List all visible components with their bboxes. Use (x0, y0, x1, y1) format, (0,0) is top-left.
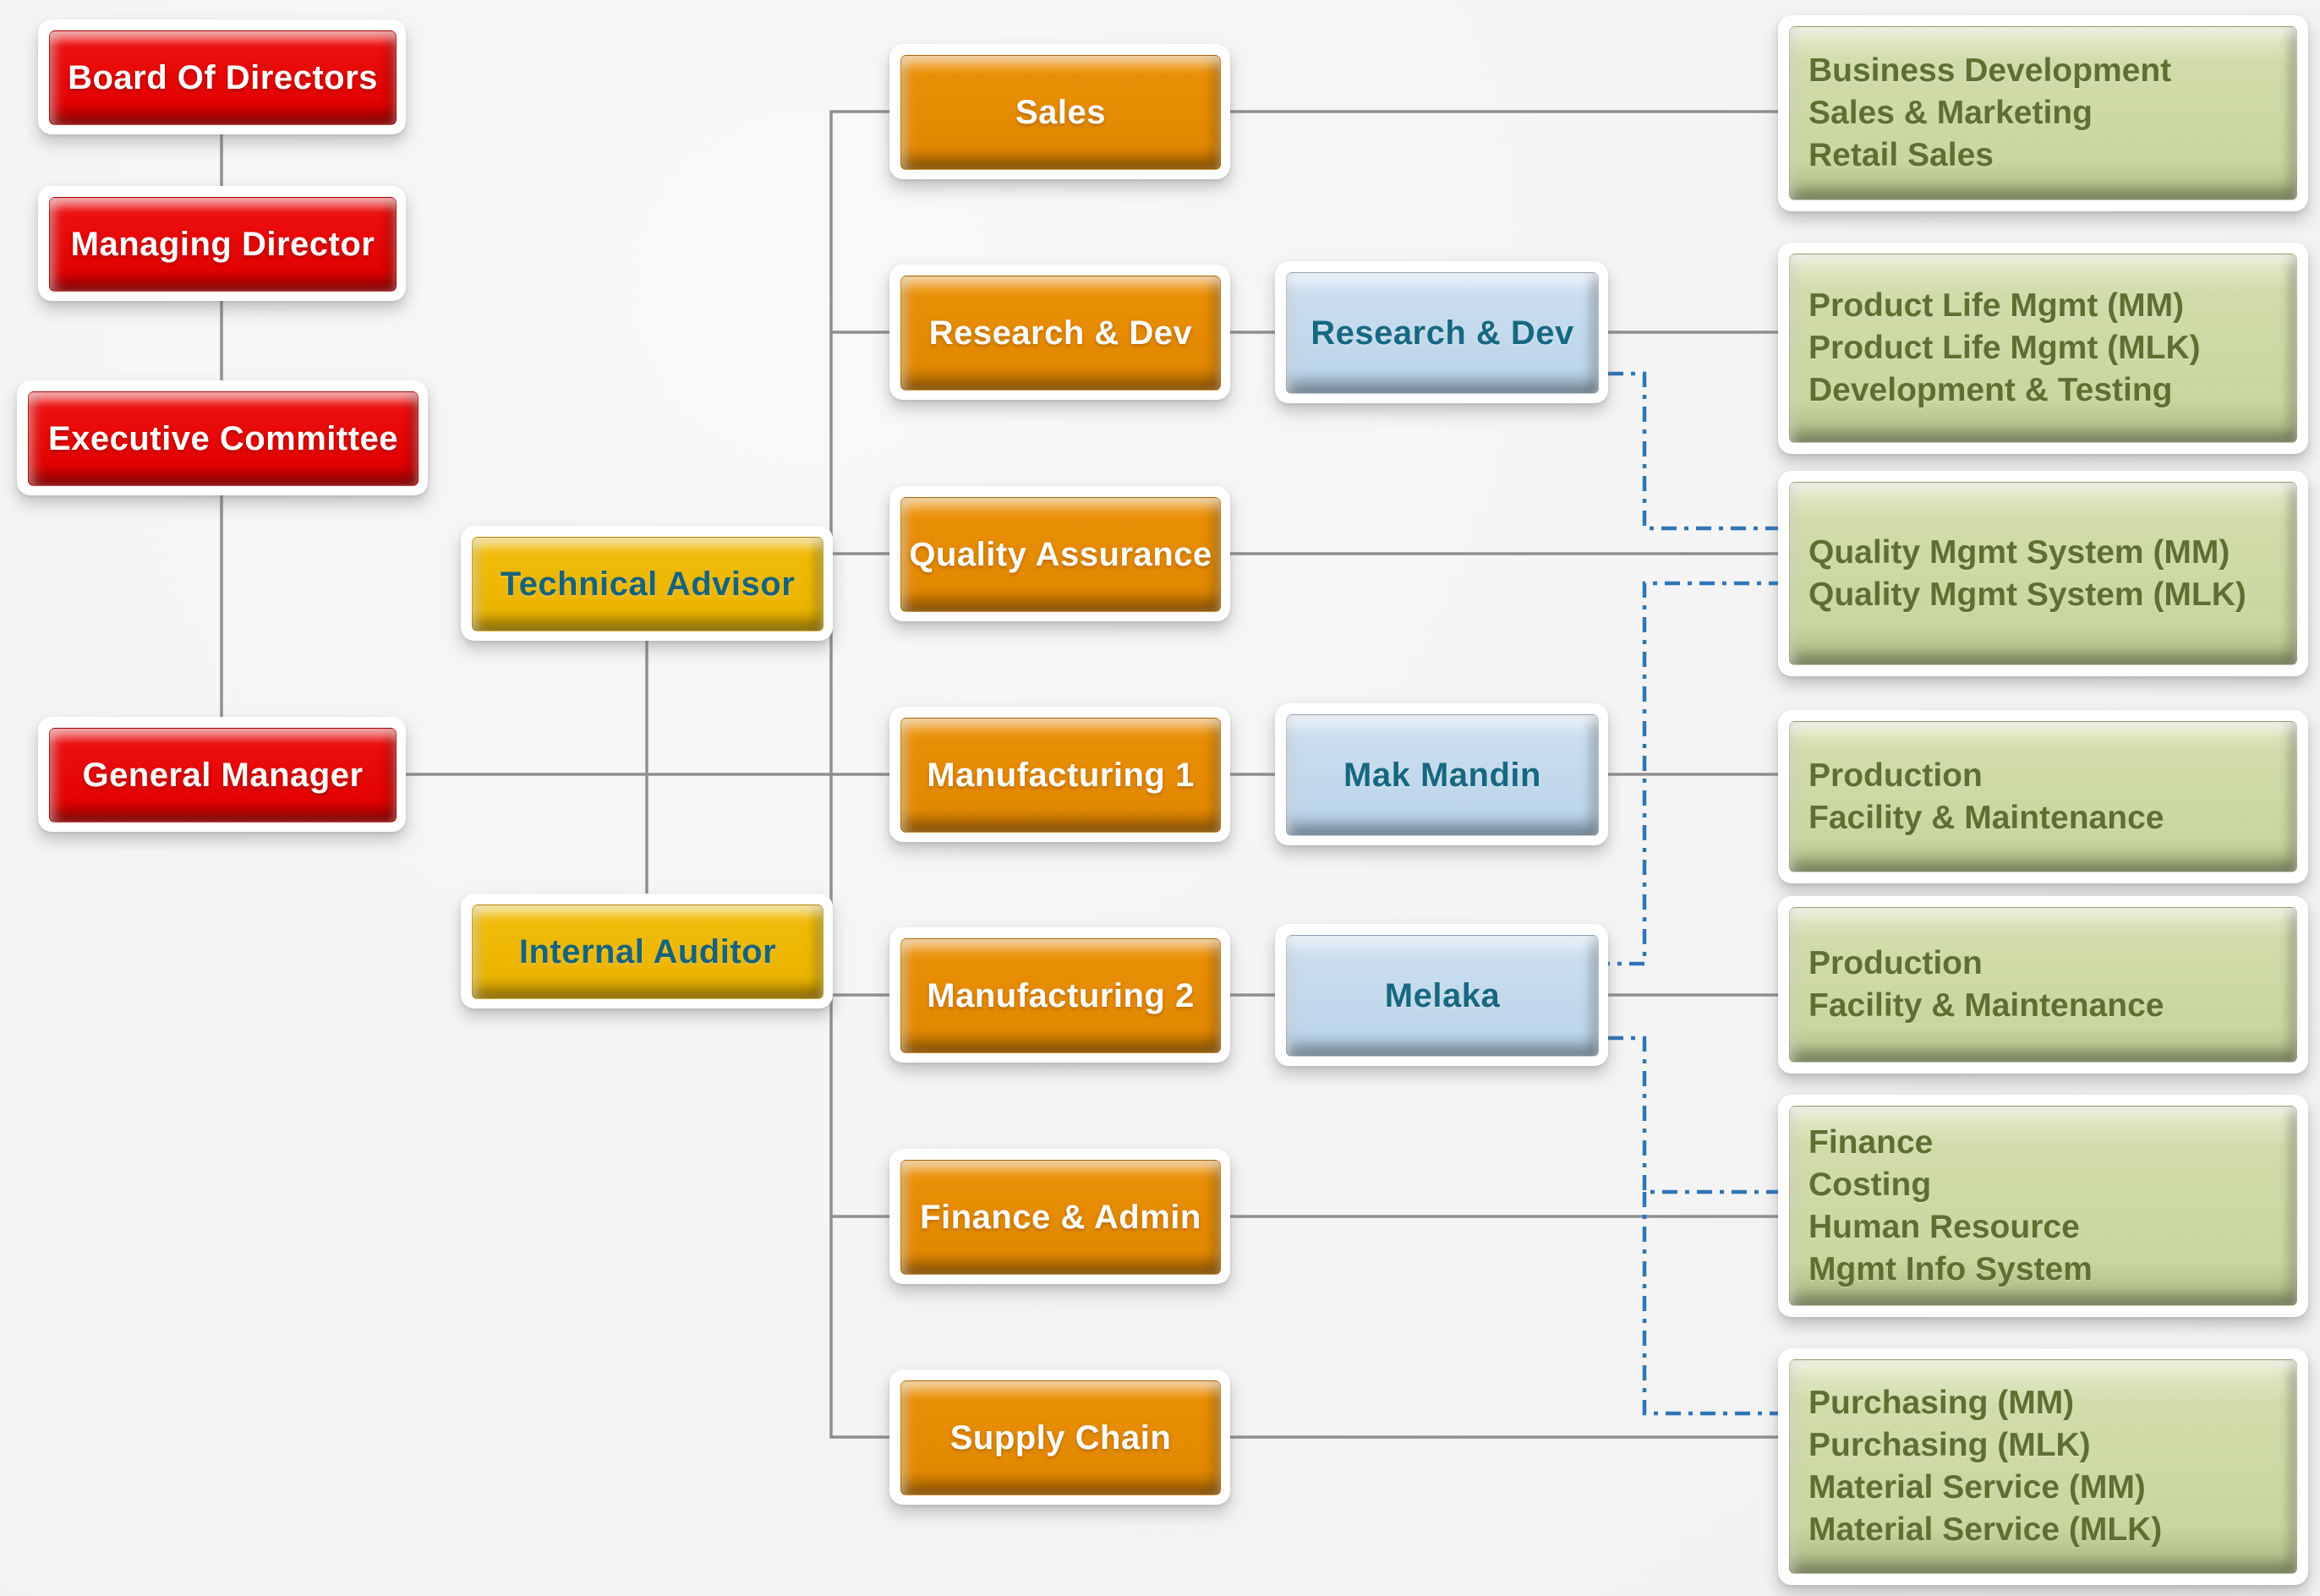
node-managing-director: Managing Director (38, 186, 406, 301)
node-label: Managing Director (70, 225, 375, 263)
node-label: Executive Committee (47, 419, 399, 457)
function-item: Business Development (1808, 52, 2172, 89)
node-mak-mandin: Mak Mandin (1275, 703, 1608, 845)
function-item: Facility & Maintenance (1808, 799, 2164, 836)
function-item: Sales & Marketing (1808, 95, 2093, 131)
node-label: Mak Mandin (1343, 756, 1541, 794)
function-item: Purchasing (MLK) (1808, 1427, 2091, 1463)
node-label: Sales (1015, 93, 1107, 131)
node-label: Research & Dev (1310, 314, 1574, 352)
function-item: Human Resource (1808, 1208, 2080, 1245)
node-research-dev-plant: Research & Dev (1275, 261, 1608, 403)
node-quality-functions: Quality Mgmt System (MM) Quality Mgmt Sy… (1778, 471, 2308, 676)
node-research-dev: Research & Dev (889, 265, 1230, 400)
node-internal-auditor: Internal Auditor (461, 894, 833, 1008)
node-label: Manufacturing 1 (927, 756, 1195, 794)
node-label: Melaka (1384, 976, 1501, 1014)
function-item: Finance (1808, 1123, 1934, 1161)
node-production-functions-1: Production Facility & Maintenance (1778, 710, 2308, 883)
node-manufacturing-1: Manufacturing 1 (889, 707, 1230, 842)
function-item: Quality Mgmt System (MM) (1808, 533, 2230, 571)
function-item: Material Service (MLK) (1808, 1511, 2163, 1548)
node-sales: Sales (889, 44, 1230, 179)
node-label: Quality Assurance (909, 535, 1212, 573)
node-melaka: Melaka (1275, 924, 1608, 1066)
node-supply-functions: Purchasing (MM) Purchasing (MLK) Materia… (1778, 1348, 2308, 1585)
node-finance-admin: Finance & Admin (889, 1149, 1230, 1284)
function-item: Purchasing (MM) (1808, 1385, 2075, 1421)
function-item: Mgmt Info System (1808, 1250, 2093, 1287)
function-item: Production (1808, 945, 1983, 981)
node-label: Technical Advisor (500, 565, 796, 603)
function-item: Product Life Mgmt (MLK) (1808, 330, 2201, 366)
node-rnd-functions: Product Life Mgmt (MM) Product Life Mgmt… (1778, 243, 2308, 454)
node-label: Board Of Directors (68, 58, 378, 96)
node-label: Internal Auditor (518, 932, 777, 970)
function-item: Material Service (MM) (1808, 1469, 2146, 1506)
node-sales-functions: Business Development Sales & Marketing R… (1778, 15, 2308, 211)
node-label: Research & Dev (928, 314, 1193, 352)
dashed-connectors (1608, 371, 1784, 1416)
function-item: Retail Sales (1808, 137, 1994, 173)
node-executive-committee: Executive Committee (17, 380, 428, 495)
node-technical-advisor: Technical Advisor (461, 526, 833, 641)
function-item: Development & Testing (1808, 372, 2173, 408)
function-item: Quality Mgmt System (MLK) (1808, 576, 2246, 613)
node-finance-functions: Finance Costing Human Resource Mgmt Info… (1778, 1095, 2308, 1317)
function-item: Product Life Mgmt (MM) (1808, 287, 2185, 324)
node-label: Manufacturing 2 (927, 976, 1195, 1014)
node-label: Supply Chain (949, 1418, 1172, 1457)
node-board-of-directors: Board Of Directors (38, 19, 406, 134)
node-general-manager: General Manager (38, 717, 406, 832)
node-production-functions-2: Production Facility & Maintenance (1778, 896, 2308, 1074)
node-label: Finance & Admin (920, 1198, 1201, 1236)
node-quality-assurance: Quality Assurance (889, 486, 1230, 621)
function-item: Production (1808, 757, 1983, 794)
function-item: Costing (1808, 1166, 1932, 1203)
function-item: Facility & Maintenance (1808, 987, 2164, 1024)
node-supply-chain: Supply Chain (889, 1369, 1230, 1505)
node-manufacturing-2: Manufacturing 2 (889, 927, 1230, 1063)
node-label: General Manager (82, 756, 364, 794)
